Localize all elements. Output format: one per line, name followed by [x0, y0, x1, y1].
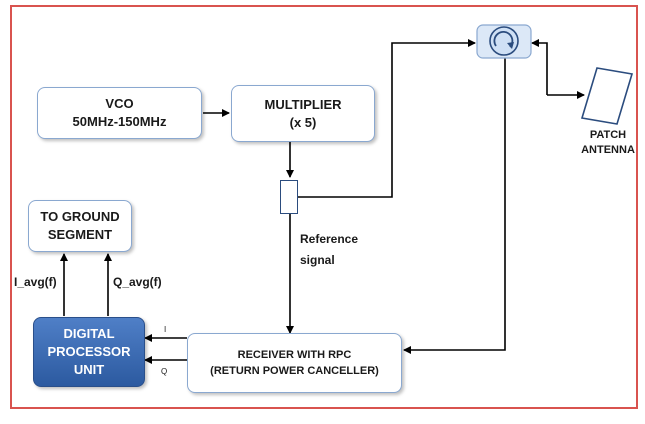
dpu-line2: PROCESSOR [47, 344, 131, 359]
ground-segment-line1: TO GROUND [40, 209, 120, 224]
directional-coupler-icon [280, 180, 298, 214]
dpu-line1: DIGITAL [63, 326, 115, 341]
patch-antenna-icon [580, 67, 634, 125]
circulator-icon [476, 24, 532, 59]
receiver-line1: RECEIVER WITH RPC [237, 349, 352, 361]
reference-signal-label-line1: Reference [300, 232, 359, 246]
ground-segment-line2: SEGMENT [47, 227, 113, 242]
antenna-to-circulator-arrow [531, 39, 548, 95]
i-avg-label: I_avg(f) [14, 275, 57, 289]
multiplier-block: MULTIPLIER (x 5) [231, 85, 375, 142]
digital-processor-unit-block: DIGITAL PROCESSOR UNIT [33, 317, 145, 387]
q-port-label: Q [161, 367, 168, 376]
vco-title: VCO [105, 96, 134, 111]
q-avg-label: Q_avg(f) [113, 275, 162, 289]
dpu-line3: UNIT [73, 362, 105, 377]
multiplier-title: MULTIPLIER [264, 96, 342, 112]
ground-segment-block: TO GROUND SEGMENT [28, 200, 132, 252]
i-port-label: I [164, 325, 167, 334]
receiver-line2: (RETURN POWER CANCELLER) [210, 365, 379, 377]
coupler-to-circulator-arrow [298, 39, 476, 198]
reference-signal-label-line2: signal [300, 253, 335, 267]
diagram-frame [10, 5, 638, 409]
receiver-rpc-block: RECEIVER WITH RPC (RETURN POWER CANCELLE… [187, 333, 402, 393]
vco-block: VCO 50MHz-150MHz [37, 87, 202, 139]
circulator-to-receiver-arrow [403, 58, 506, 354]
multiplier-factor: (x 5) [289, 114, 317, 130]
vco-range: 50MHz-150MHz [72, 114, 167, 129]
patch-antenna-label-line1: PATCH [589, 129, 627, 141]
patch-antenna-label-line2: ANTENNA [581, 144, 635, 156]
